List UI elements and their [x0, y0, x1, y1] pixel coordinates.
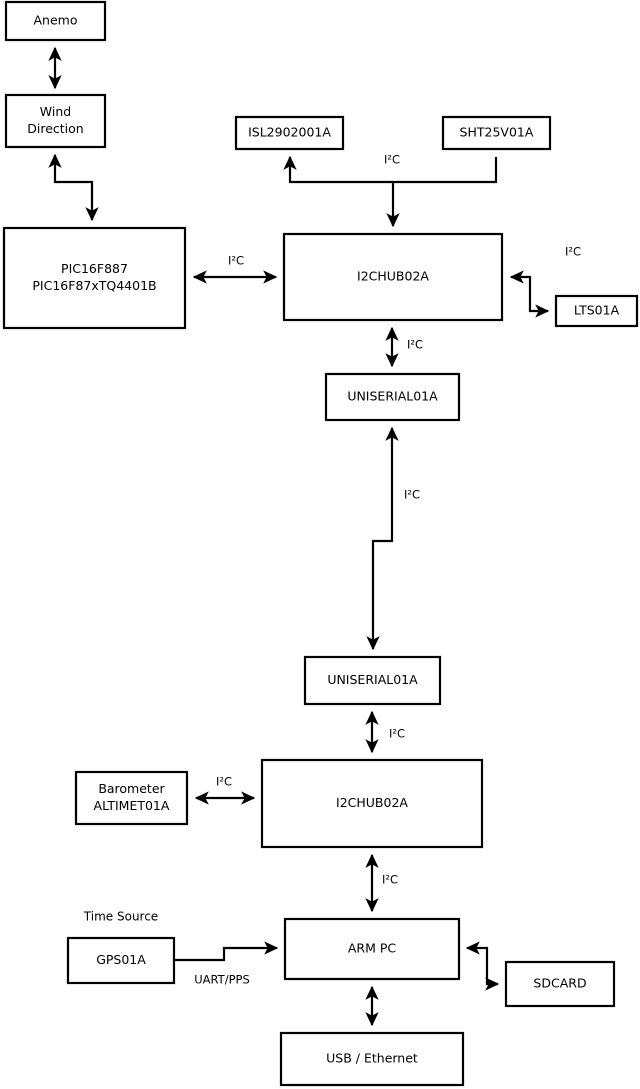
edge-label-uniserial-hub-i2c: I²C	[389, 727, 405, 741]
node-usb-eth[interactable]: USB / Ethernet	[279, 1031, 465, 1087]
edge-label-hub-arm-i2c: I²C	[382, 873, 398, 887]
node-box-arm-pc	[283, 917, 461, 981]
node-box-anemo	[4, 0, 107, 42]
edge-label-pic-hub-i2c: I²C	[228, 254, 244, 268]
node-label-wind-dir: Wind	[40, 104, 71, 119]
node-uniserial-top[interactable]: UNISERIAL01A	[324, 372, 461, 422]
node-label-arm-pc: ARM PC	[348, 941, 397, 956]
node-box-uniserial-bot	[303, 655, 442, 706]
node-box-sdcard	[504, 960, 616, 1008]
node-box-wind-dir	[4, 93, 107, 149]
node-isl[interactable]: ISL2902001A	[234, 115, 345, 151]
node-box-gps	[66, 936, 176, 985]
edge-hub-lts	[509, 270, 550, 318]
edge-arm-sdcard	[465, 941, 500, 991]
node-box-uniserial-top	[324, 372, 461, 422]
node-label-usb-eth: USB / Ethernet	[326, 1051, 418, 1066]
node-label-isl: ISL2902001A	[248, 125, 331, 140]
edge-gps-arm	[174, 941, 279, 962]
node-label-pic: PIC16F87xTQ4401B	[32, 278, 156, 293]
node-hub-top[interactable]: I2CHUB02A	[282, 232, 504, 322]
node-gps[interactable]: GPS01A	[66, 936, 176, 985]
node-label-uniserial-bot: UNISERIAL01A	[327, 672, 418, 687]
node-arm-pc[interactable]: ARM PC	[283, 917, 461, 981]
node-label-barometer: ALTIMET01A	[94, 798, 170, 813]
node-anemo[interactable]: Anemo	[4, 0, 107, 42]
node-label-sdcard: SDCARD	[533, 976, 586, 991]
edge-hub-isl-sht	[290, 157, 498, 226]
node-box-pic	[2, 226, 187, 330]
edge-label-isl-sht-i2c: I²C	[384, 153, 400, 167]
edge-label-baro-hub-i2c: I²C	[216, 775, 232, 789]
node-label-hub-top: I2CHUB02A	[357, 269, 429, 284]
node-lts[interactable]: LTS01A	[554, 294, 639, 328]
node-box-sht	[441, 115, 552, 151]
node-box-hub-bot	[260, 758, 484, 849]
node-sdcard[interactable]: SDCARD	[504, 960, 616, 1008]
node-box-barometer	[74, 770, 189, 826]
edge-label-uniserial-link-i2c: I²C	[404, 488, 420, 502]
node-label-lts: LTS01A	[574, 303, 620, 318]
edges-layer	[48, 46, 550, 1027]
labels-layer: I²C I²C I²C I²C I²C I²C I²C I²C UART/PPS Time Sou…	[83, 153, 581, 987]
node-uniserial-bot[interactable]: UNISERIAL01A	[303, 655, 442, 706]
node-label-gps: GPS01A	[96, 952, 146, 967]
node-label-sht: SHT25V01A	[460, 125, 534, 140]
edge-uniserial-link	[366, 426, 399, 651]
node-box-hub-top	[282, 232, 504, 322]
edge-label-gps-arm-uart: UART/PPS	[194, 973, 250, 987]
node-box-lts	[554, 294, 639, 328]
node-box-isl	[234, 115, 345, 151]
node-sht[interactable]: SHT25V01A	[441, 115, 552, 151]
free-label-time-source: Time Source	[83, 910, 158, 924]
edge-label-hub-uniserial-i2c: I²C	[407, 338, 423, 352]
node-label-pic: PIC16F887	[61, 261, 128, 276]
edge-label-hub-lts-i2c: I²C	[565, 245, 581, 259]
node-label-wind-dir: Direction	[27, 121, 83, 136]
node-box-usb-eth	[279, 1031, 465, 1087]
node-label-anemo: Anemo	[34, 13, 78, 28]
node-label-uniserial-top: UNISERIAL01A	[347, 389, 438, 404]
node-label-hub-bot: I2CHUB02A	[336, 795, 408, 810]
edge-pic-winddir	[48, 153, 99, 222]
node-hub-bot[interactable]: I2CHUB02A	[260, 758, 484, 849]
node-label-barometer: Barometer	[98, 781, 165, 796]
